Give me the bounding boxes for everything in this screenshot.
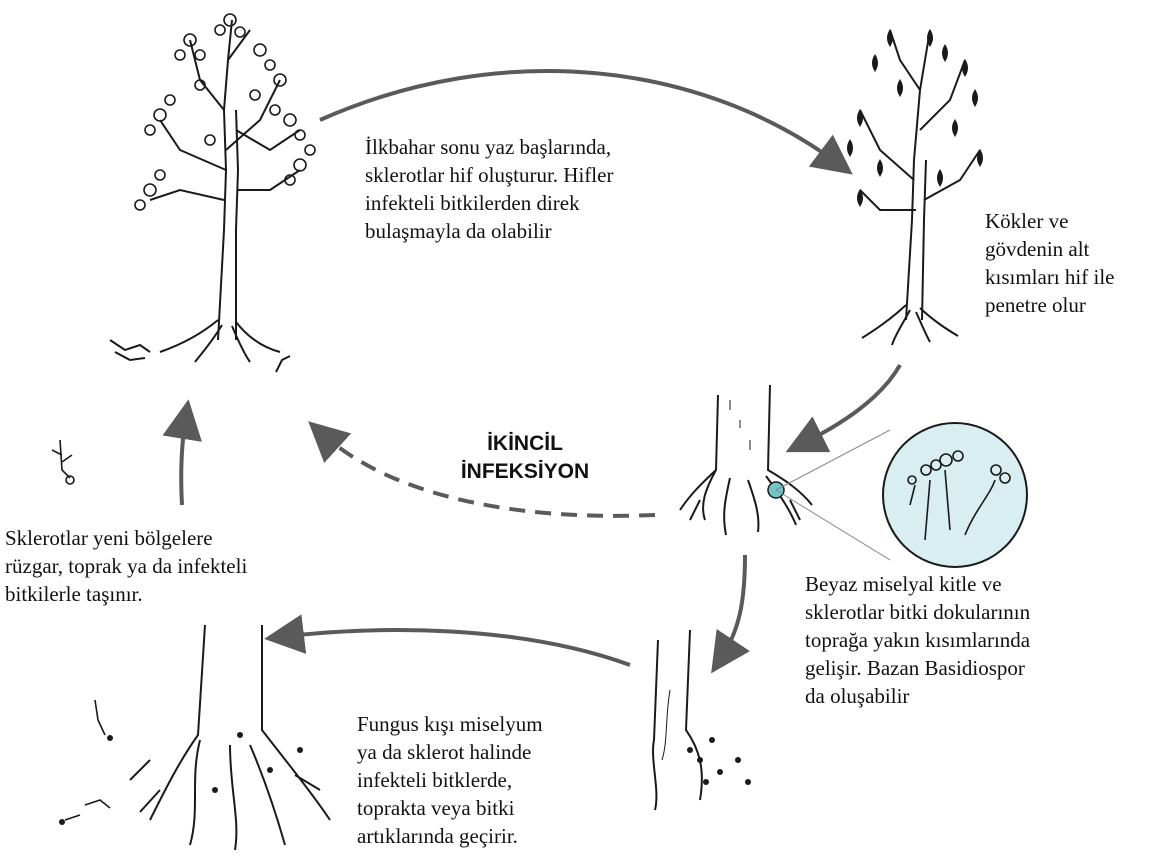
infected-stem-base-icon	[680, 385, 812, 535]
caption-spread: Sklerotlar yeni bölgelere rüzgar, toprak…	[5, 524, 315, 608]
wilting-tree-icon	[848, 30, 983, 345]
magnifier-line-bottom	[776, 490, 890, 560]
arrow-stem-to-trunk	[280, 630, 630, 665]
sclerotia-dots-icon	[687, 737, 751, 785]
magnifier-line-top	[776, 430, 890, 490]
caption-root-penetration: Kökler ve gövdenin alt kısımları hif ile…	[985, 207, 1160, 319]
caption-overwintering: Fungus kışı miselyum ya da sklerot halin…	[357, 710, 617, 850]
soil-sclerotia-icon	[59, 732, 303, 825]
seedling-icon	[52, 440, 74, 484]
arrow-trunk-to-tree	[181, 415, 186, 505]
caption-mycelial-mass: Beyaz miselyal kitle ve sklerotlar bitki…	[805, 570, 1105, 710]
caption-spring-hyphae: İlkbahar sonu yaz başlarında, sklerotlar…	[365, 133, 695, 245]
arrow-base-to-stem	[720, 555, 745, 660]
secondary-infection-label: İKİNCİL İNFEKSİYON	[420, 430, 630, 486]
overwintering-trunk-icon	[65, 625, 330, 850]
sclerotia-stem-icon	[653, 630, 702, 810]
basidiospore-lens-icon	[883, 423, 1027, 567]
healthy-tree-icon	[110, 14, 315, 372]
